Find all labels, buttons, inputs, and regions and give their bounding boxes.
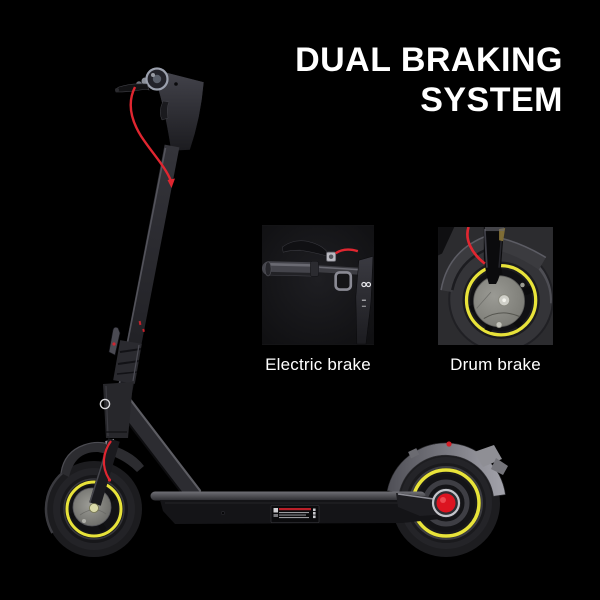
inset-label-drum-brake: Drum brake (450, 355, 541, 374)
fold-housing (103, 382, 133, 438)
fork-closeup (483, 227, 505, 284)
bell-lever (160, 100, 170, 121)
spec-label-sticker (270, 505, 320, 523)
brand-logo-ring (99, 398, 111, 410)
stem-head (157, 70, 205, 152)
inset-label-electric-brake: Electric brake (265, 355, 371, 374)
rear-swingarm (396, 488, 461, 518)
inset-electric-brake: Electric brake (262, 225, 374, 375)
brake-cable-front-closeup (466, 227, 486, 265)
headline-line1: DUAL BRAKING (295, 41, 563, 79)
quick-release-lever (108, 327, 121, 356)
headline: DUAL BRAKING SYSTEM (295, 40, 563, 120)
rear-fender (386, 441, 508, 497)
brake-lever (115, 83, 150, 93)
brake-cable-closeup (334, 248, 359, 255)
stem-assembly (89, 67, 205, 513)
deck (150, 491, 449, 524)
front-rim-yellow-ring (65, 480, 123, 538)
handlebar-grip (262, 261, 320, 277)
front-fender-closeup (441, 235, 546, 293)
brake-cable (129, 86, 175, 188)
headline-line2: SYSTEM (420, 81, 563, 119)
drum-brake-photo (438, 227, 553, 345)
electric-brake-photo (262, 225, 374, 345)
front-brake-cable (102, 440, 112, 480)
inset-drum-brake: Drum brake (438, 227, 553, 375)
taillight (446, 441, 452, 447)
folding-clamp (108, 327, 142, 384)
folding-hook (334, 271, 353, 291)
rear-hub-red-cap (436, 493, 456, 513)
